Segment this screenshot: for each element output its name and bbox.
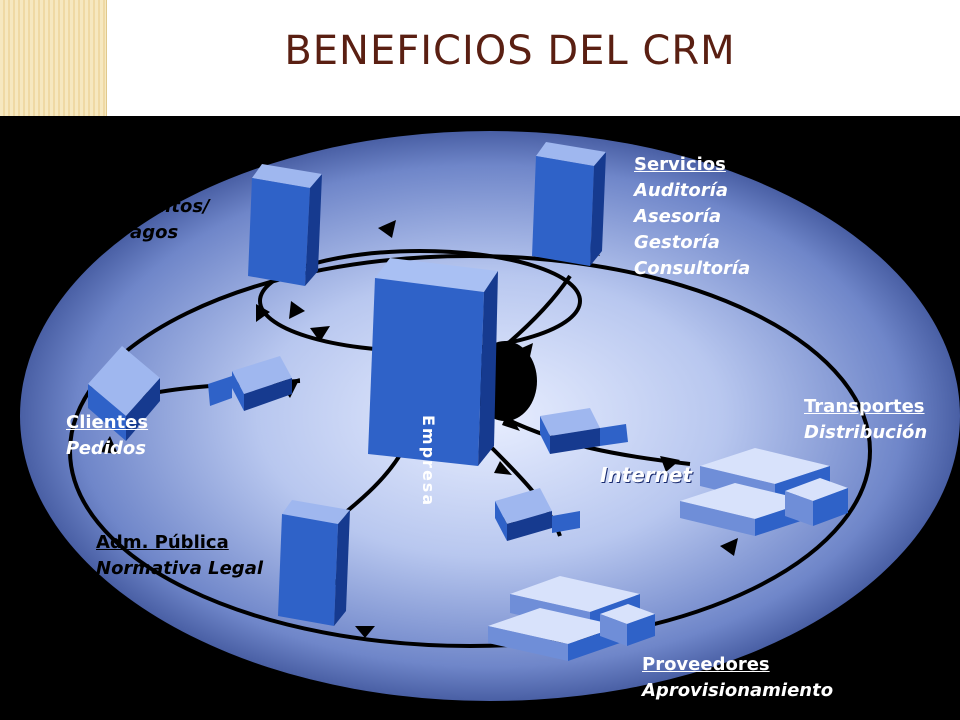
crm-diagram: Empresa Internet Bancos Créditos/ Pagos … bbox=[0, 116, 960, 720]
adm-publica-item: Normativa Legal bbox=[96, 558, 264, 579]
truck-left bbox=[208, 356, 292, 411]
adm-publica-building bbox=[278, 500, 350, 626]
outer-ring bbox=[68, 254, 872, 648]
empresa-label: Empresa bbox=[419, 414, 438, 508]
ring-arrow bbox=[289, 301, 305, 319]
clientes-item: Pedidos bbox=[66, 438, 146, 459]
bancos-item: Pagos bbox=[118, 222, 179, 243]
clientes-building bbox=[88, 346, 160, 441]
decorative-stripe bbox=[0, 0, 107, 116]
truck-center bbox=[540, 408, 628, 454]
transportes-title: Transportes bbox=[804, 396, 925, 417]
clientes-title: Clientes bbox=[66, 412, 149, 433]
transportes-label: Transportes Distribución bbox=[804, 394, 927, 446]
transportes-warehouses bbox=[680, 448, 848, 536]
proveedores-item: Aprovisionamiento bbox=[642, 680, 834, 701]
adm-publica-title: Adm. Pública bbox=[96, 532, 229, 553]
slide-title: BENEFICIOS DEL CRM bbox=[284, 28, 736, 74]
internet-label: Internet bbox=[600, 463, 693, 487]
bancos-item: Créditos/ bbox=[118, 196, 210, 217]
truck-bottom bbox=[495, 488, 580, 541]
clientes-label: Clientes Pedidos bbox=[66, 410, 148, 462]
servicios-building bbox=[532, 142, 606, 266]
proveedores-warehouses bbox=[488, 576, 655, 661]
ring-arrow bbox=[720, 538, 738, 556]
diagram-canvas bbox=[20, 131, 960, 701]
ring-arrow bbox=[310, 326, 330, 342]
servicios-item: Consultoría bbox=[634, 258, 751, 279]
ring-arrow bbox=[100, 436, 118, 454]
ring-arrow bbox=[256, 304, 270, 322]
proveedores-title: Proveedores bbox=[642, 654, 770, 675]
servicios-item: Auditoría bbox=[634, 180, 728, 201]
ring-arrow bbox=[494, 461, 512, 475]
empresa-building bbox=[368, 258, 498, 466]
transportes-item: Distribución bbox=[804, 422, 928, 443]
bancos-title: Bancos bbox=[118, 170, 191, 191]
servicios-label: Servicios Auditoría Asesoría Gestoría Co… bbox=[634, 152, 750, 282]
servicios-item: Gestoría bbox=[634, 232, 720, 253]
ring-arrow bbox=[378, 220, 396, 238]
servicios-title: Servicios bbox=[634, 154, 726, 175]
servicios-item: Asesoría bbox=[634, 206, 722, 227]
proveedores-label: Proveedores Aprovisionamiento bbox=[642, 652, 833, 704]
spoke bbox=[499, 414, 691, 466]
slide-header: BENEFICIOS DEL CRM bbox=[0, 0, 960, 116]
bancos-building bbox=[248, 164, 322, 286]
adm-publica-label: Adm. Pública Normativa Legal bbox=[96, 530, 263, 582]
ring-arrow bbox=[355, 626, 375, 638]
bancos-label: Bancos Créditos/ Pagos bbox=[118, 168, 210, 246]
spoke bbox=[503, 274, 572, 348]
